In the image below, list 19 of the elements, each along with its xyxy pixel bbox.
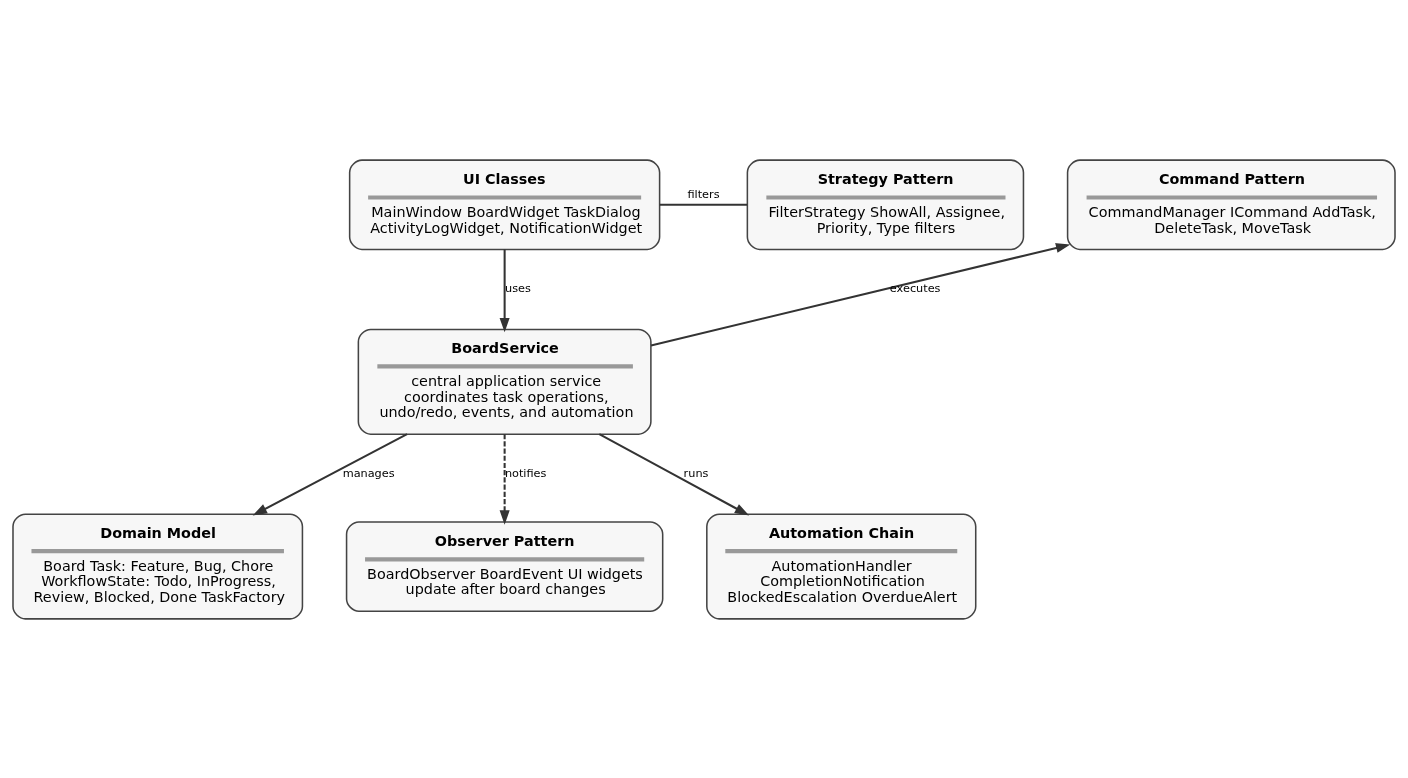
edge-label: notifies [504, 466, 547, 480]
edge-label: runs [683, 466, 709, 480]
node-box: UI Classes MainWindow BoardWidget TaskDialog ActivityLogWidget, NotificationWidget [348, 158, 661, 250]
arrow [252, 432, 408, 515]
node-box: Automation Chain AutomationHandler CompletionNotification BlockedEscalation OverdueAlert [706, 512, 977, 620]
node-box: Observer Pattern BoardObserver BoardEvent UI widgets update after board changes [345, 520, 664, 612]
arrow [598, 432, 750, 516]
node-box: Strategy Pattern FilterStrategy ShowAll, Assignee, Priority, Type filters [746, 158, 1025, 250]
arrow [650, 242, 1071, 346]
edge-label: executes [889, 281, 941, 295]
edge-label: filters [687, 187, 720, 201]
node-box: Domain Model Board Task: Feature, Bug, Chore WorkflowState: Todo, InProgress, Review, Blocked, Done TaskFactory [12, 512, 304, 620]
edge-label: uses [505, 281, 531, 295]
arrow [499, 433, 510, 525]
node-box: Command Pattern CommandManager ICommand AddTask, DeleteTask, MoveTask [1066, 158, 1396, 250]
connector [659, 203, 748, 206]
node-box: BoardService central application service coordinates task operations, undo/redo, events, and automation [357, 328, 652, 435]
edge-label: manages [342, 466, 395, 480]
arrow [499, 249, 510, 332]
